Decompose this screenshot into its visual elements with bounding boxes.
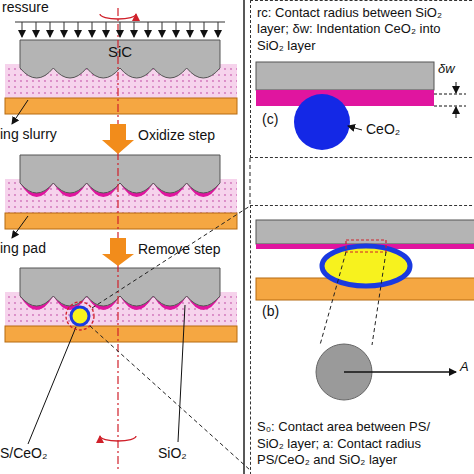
text-label: Remove step bbox=[138, 242, 220, 257]
detail-circle bbox=[66, 302, 94, 330]
text-label: (c) bbox=[262, 112, 278, 127]
dimension-line bbox=[434, 94, 466, 95]
note-text: S₀: Contact area between PS/ SiO₂ layer;… bbox=[257, 419, 453, 468]
dimension-line bbox=[434, 106, 466, 107]
sic-wafer bbox=[20, 155, 220, 193]
pressure-arrow bbox=[204, 22, 205, 37]
text-label: ing slurry bbox=[0, 127, 57, 142]
pressure-arrow bbox=[148, 22, 149, 37]
dimension-arrow bbox=[456, 107, 457, 118]
text-label: (b) bbox=[262, 304, 279, 319]
text-label: Oxidize step bbox=[138, 128, 215, 143]
callout-line bbox=[92, 206, 250, 308]
step-arrow bbox=[102, 124, 134, 154]
polishing-pad bbox=[5, 326, 237, 342]
callout-line bbox=[372, 252, 386, 345]
pressure-arrow bbox=[190, 22, 191, 37]
leader-line bbox=[348, 126, 362, 130]
ps-ceo2-particle bbox=[71, 307, 89, 325]
text-label: ing pad bbox=[0, 241, 46, 256]
detail-panel: rc: Contact radius between SiO₂ layer; δ… bbox=[250, 0, 474, 158]
pressure-arrow bbox=[36, 22, 37, 37]
pressure-arrow bbox=[218, 22, 219, 37]
step-arrow bbox=[102, 238, 134, 266]
pressure-arrow bbox=[92, 22, 93, 37]
sic-block: SiC bbox=[20, 40, 220, 64]
part-label: SiC bbox=[20, 43, 220, 62]
text-label: CeO₂ bbox=[366, 122, 400, 137]
text-label: ressure bbox=[2, 0, 49, 15]
sic-wafer bbox=[20, 40, 220, 78]
leader-line bbox=[12, 100, 28, 124]
text-label: δw bbox=[438, 62, 455, 76]
text-label: SiO₂ bbox=[158, 446, 187, 461]
pressure-arrow bbox=[50, 22, 51, 37]
dimension-arrow bbox=[456, 82, 457, 93]
sic-block bbox=[256, 220, 474, 244]
text-label: S/CeO₂ bbox=[0, 446, 47, 461]
panel-frame bbox=[0, 0, 244, 474]
leader-line bbox=[12, 216, 28, 238]
polishing-pad bbox=[5, 98, 237, 114]
callout-line bbox=[90, 326, 250, 470]
note-text: rc: Contact radius between SiO₂ layer; δ… bbox=[257, 5, 449, 54]
cmp-stages bbox=[5, 40, 237, 342]
text-label: A bbox=[460, 360, 469, 374]
pressure-arrow bbox=[176, 22, 177, 37]
leader-line bbox=[28, 327, 76, 444]
rotation-arrow bbox=[100, 436, 136, 441]
rotation-arrow bbox=[100, 14, 136, 19]
pressure-arrows bbox=[22, 22, 218, 37]
pressure-arrow bbox=[134, 22, 135, 37]
pressure-arrow bbox=[106, 22, 107, 37]
detail-panel: S₀: Contact area between PS/ SiO₂ layer;… bbox=[250, 205, 474, 474]
ceo2-particle bbox=[294, 94, 350, 150]
sic-block bbox=[256, 62, 434, 90]
pressure-arrow bbox=[78, 22, 79, 37]
callout-line bbox=[320, 252, 346, 345]
oxide-layer bbox=[256, 90, 434, 106]
pressure-arrow bbox=[120, 22, 121, 37]
pressure-arrow bbox=[162, 22, 163, 37]
pressure-arrow bbox=[64, 22, 65, 37]
leader-line bbox=[178, 305, 185, 442]
contact-zone bbox=[346, 240, 386, 252]
polishing-pad bbox=[5, 213, 237, 229]
callout-line bbox=[250, 158, 251, 205]
radius-arrow bbox=[344, 371, 456, 372]
sic-wafer bbox=[20, 268, 220, 306]
pressure-arrow bbox=[22, 22, 23, 37]
